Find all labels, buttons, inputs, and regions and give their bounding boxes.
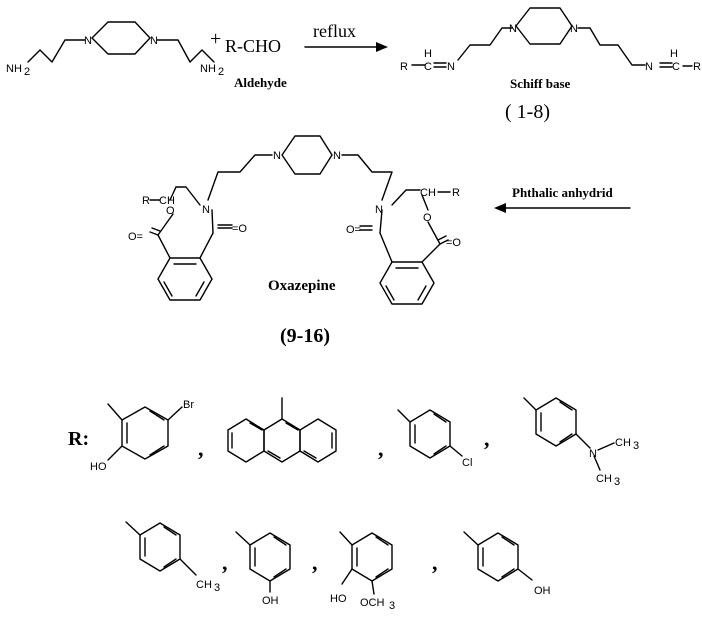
separator: , xyxy=(378,436,384,461)
schiff-base-label: Schiff base xyxy=(510,76,571,91)
r-group-dimethylaminophenyl: N CH 3 CH 3 xyxy=(523,397,639,488)
atom-oh: OH xyxy=(262,595,279,607)
atom-cl: Cl xyxy=(462,457,472,469)
atom-n: N xyxy=(202,204,210,216)
atom-ch: CH xyxy=(159,195,175,207)
carbonyl-o-left: O= xyxy=(128,231,143,243)
subscript-3: 3 xyxy=(214,582,220,594)
atom-o: O xyxy=(166,205,175,217)
atom-n: N xyxy=(589,448,597,460)
atom-n: N xyxy=(570,23,578,35)
atom-nh2: NH xyxy=(6,63,22,75)
separator: , xyxy=(198,436,204,461)
separator: , xyxy=(222,550,228,575)
oxazepine-product: N N N R CH O O= =O N CH R O O= =O xyxy=(128,135,461,305)
atom-n: N xyxy=(509,23,517,35)
separator: , xyxy=(312,550,318,575)
atom-ch3: CH xyxy=(615,437,631,449)
atom-ho: HO xyxy=(90,461,107,473)
aldehyde-label: Aldehyde xyxy=(234,75,287,90)
atom-h: H xyxy=(670,48,678,60)
carbonyl-o-left: O= xyxy=(346,224,361,236)
atom-c: C xyxy=(424,61,432,73)
carbonyl-o-right: =O xyxy=(232,223,247,235)
r-group-chlorophenyl: Cl xyxy=(397,409,472,469)
phthalic-anhydrid-label: Phthalic anhydrid xyxy=(512,185,614,200)
r-group-hydroxymethoxyphenyl: HO OCH 3 xyxy=(330,531,395,612)
atom-r: R xyxy=(693,61,701,73)
schiff-base-range: ( 1-8) xyxy=(505,101,550,123)
subscript-3: 3 xyxy=(633,440,639,452)
atom-n: N xyxy=(273,150,281,162)
atom-n: N xyxy=(333,150,341,162)
atom-n: N xyxy=(447,61,455,73)
subscript-3: 3 xyxy=(389,600,395,612)
r-group-hydroxyphenyl-para: OH xyxy=(463,531,551,597)
atom-r: R xyxy=(452,187,460,199)
schiff-base-product: R C H N N N N H C R xyxy=(400,7,701,73)
atom-br: Br xyxy=(183,399,194,411)
r-group-anthracenyl xyxy=(227,397,337,463)
separator: , xyxy=(432,550,438,575)
subscript-2: 2 xyxy=(24,66,30,78)
phthalic-arrow: Phthalic anhydrid xyxy=(494,185,631,213)
subscript-3: 3 xyxy=(614,476,620,488)
diamine-reactant: N N NH 2 NH 2 xyxy=(6,21,224,78)
r-groups-label: R: xyxy=(68,428,89,450)
r-group-methylphenyl: CH 3 xyxy=(125,521,220,594)
oxazepine-label: Oxazepine xyxy=(268,278,336,294)
oxazepine-range: (9-16) xyxy=(280,325,330,347)
atom-nh2: NH xyxy=(200,63,216,75)
atom-och3: OCH xyxy=(360,597,385,609)
atom-c: C xyxy=(672,61,680,73)
atom-r: R xyxy=(142,195,150,207)
atom-ch: CH xyxy=(420,187,436,199)
plus-sign: + xyxy=(210,28,221,50)
atom-ho: HO xyxy=(330,593,347,605)
subscript-2: 2 xyxy=(218,66,224,78)
atom-o: O xyxy=(423,212,432,224)
r-group-bromohydroxyphenyl: Br HO xyxy=(90,399,194,473)
r-group-hydroxyphenyl-meta: OH xyxy=(235,531,291,607)
atom-n: N xyxy=(375,204,383,216)
atom-r: R xyxy=(400,61,408,73)
separator: , xyxy=(484,426,490,451)
reflux-arrow: reflux xyxy=(304,21,388,52)
reflux-label: reflux xyxy=(313,21,356,41)
atom-oh: OH xyxy=(534,585,551,597)
atom-ch3: CH xyxy=(596,473,612,485)
atom-n: N xyxy=(645,61,653,73)
carbonyl-o-right: =O xyxy=(446,237,461,249)
aldehyde-formula: R-CHO xyxy=(225,36,281,56)
atom-n: N xyxy=(150,35,158,47)
atom-n: N xyxy=(84,35,92,47)
atom-h: H xyxy=(424,48,432,60)
atom-ch3: CH xyxy=(196,579,212,591)
